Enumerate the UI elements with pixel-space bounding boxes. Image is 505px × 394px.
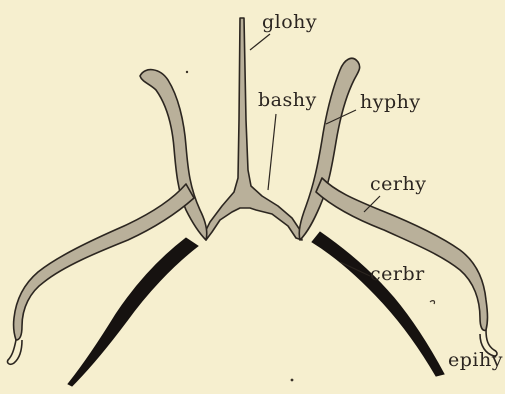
label-cerbr: cerbr [370,263,425,285]
glossohyal-bone [203,18,302,240]
left-epihyal-curl [7,340,22,364]
speck [291,379,294,382]
label-cerhy: cerhy [370,173,426,195]
bashy-leader [268,114,276,190]
left-ceratobranchial-bone [68,238,198,386]
label-bashy: bashy [258,89,317,111]
label-epihy: epihy [448,349,503,371]
label-hyphy: hyphy [360,91,421,113]
right-ceratobranchial-bone [312,232,444,376]
label-glohy: glohy [262,11,317,33]
speck [430,301,435,304]
glohy-leader [250,34,270,50]
speck [186,71,188,73]
